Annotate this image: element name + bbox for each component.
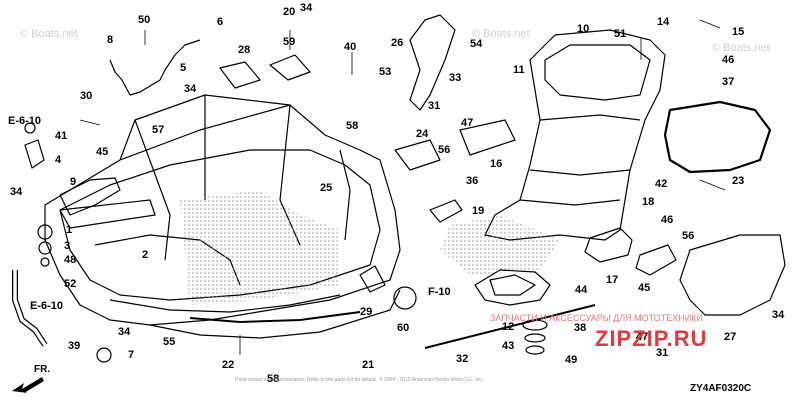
callout-15: 15 <box>732 26 745 38</box>
callout-29: 29 <box>360 306 373 318</box>
callout-20: 20 <box>283 6 296 18</box>
reference-f-10: F-10 <box>428 286 451 298</box>
callout-54: 54 <box>470 38 483 50</box>
callout-2: 2 <box>142 249 149 261</box>
callout-45-upper: 45 <box>96 146 109 158</box>
callout-28: 28 <box>238 44 251 56</box>
callout-30: 30 <box>80 90 93 102</box>
callout-19: 19 <box>472 205 485 217</box>
callout-55: 55 <box>163 336 176 348</box>
callout-1: 1 <box>66 224 73 236</box>
callout-50: 50 <box>138 14 151 26</box>
front-arrow-icon <box>12 377 44 393</box>
callout-56-lower: 56 <box>682 230 695 242</box>
fine-print: Parts shown are representative. Refer to… <box>235 377 484 383</box>
callout-34-extra: 34 <box>300 2 313 14</box>
callout-18: 18 <box>642 196 655 208</box>
callout-3: 3 <box>64 240 71 252</box>
callout-45-lower: 45 <box>638 282 651 294</box>
callout-12: 12 <box>502 321 515 333</box>
callout-31-lower: 31 <box>656 347 669 359</box>
callout-34-lower: 34 <box>118 326 131 338</box>
callout-31-upper: 31 <box>428 100 441 112</box>
callout-47-upper: 47 <box>461 117 474 129</box>
callout-52: 52 <box>64 278 77 290</box>
callout-6: 6 <box>217 16 224 28</box>
callout-38: 38 <box>574 322 587 334</box>
callout-27: 27 <box>724 331 737 343</box>
callout-40: 40 <box>344 41 357 53</box>
callout-17: 17 <box>606 274 619 286</box>
callout-14: 14 <box>657 16 670 28</box>
stamp-brand: ZIPZIP.RU <box>595 326 708 351</box>
callout-58-upper: 58 <box>346 120 359 132</box>
watermark-right: © Boats.net <box>712 42 770 54</box>
callout-10: 10 <box>577 23 590 35</box>
front-label: FR. <box>34 364 51 375</box>
callout-44: 44 <box>575 284 588 296</box>
callout-60: 60 <box>397 322 410 334</box>
reference-e-6-10-lower: E-6-10 <box>30 300 64 312</box>
watermark-left: © Boats.net <box>20 28 78 40</box>
callout-4: 4 <box>55 154 62 166</box>
callout-48: 48 <box>64 254 77 266</box>
callout-34-left: 34 <box>10 186 23 198</box>
callout-37: 37 <box>722 76 735 88</box>
callout-57: 57 <box>152 124 165 136</box>
callout-42: 42 <box>655 178 668 190</box>
callout-43: 43 <box>502 340 515 352</box>
callout-5: 5 <box>180 62 187 74</box>
callout-34-upper: 34 <box>184 83 197 95</box>
callout-7: 7 <box>128 349 135 361</box>
callout-32: 32 <box>456 353 469 365</box>
callout-26: 26 <box>391 37 404 49</box>
callout-46-upper: 46 <box>722 54 735 66</box>
callout-22: 22 <box>222 359 235 371</box>
callout-24: 24 <box>416 128 429 140</box>
callout-23: 23 <box>732 175 745 187</box>
callout-21: 21 <box>362 359 375 371</box>
callout-41: 41 <box>55 130 68 142</box>
callout-58-lower: 58 <box>267 373 280 385</box>
callout-25: 25 <box>320 182 333 194</box>
callout-11: 11 <box>513 64 525 76</box>
callout-47-lower: 47 <box>636 331 649 343</box>
diagram-code: ZY4AF0320C <box>690 383 752 394</box>
stamp-caption: ЗАПЧАСТИ И АКСЕССУАРЫ ДЛЯ МОТОТЕХНИКИ <box>490 313 703 323</box>
callout-46-lower: 46 <box>661 214 674 226</box>
callout-39: 39 <box>68 340 81 352</box>
reference-e-6-10-upper: E-6-10 <box>8 115 42 127</box>
callout-36: 36 <box>466 175 479 187</box>
callout-56-upper: 56 <box>438 144 451 156</box>
callout-33: 33 <box>449 72 462 84</box>
callout-9: 9 <box>70 176 77 188</box>
callout-16: 16 <box>490 158 503 170</box>
callout-49: 49 <box>565 354 578 366</box>
watermark-center: © Boats.net <box>472 28 530 40</box>
callout-34-right: 34 <box>772 309 785 321</box>
callout-51: 51 <box>614 28 627 40</box>
callout-59: 59 <box>283 36 296 48</box>
callout-8: 8 <box>107 34 114 46</box>
callout-53: 53 <box>379 66 392 78</box>
